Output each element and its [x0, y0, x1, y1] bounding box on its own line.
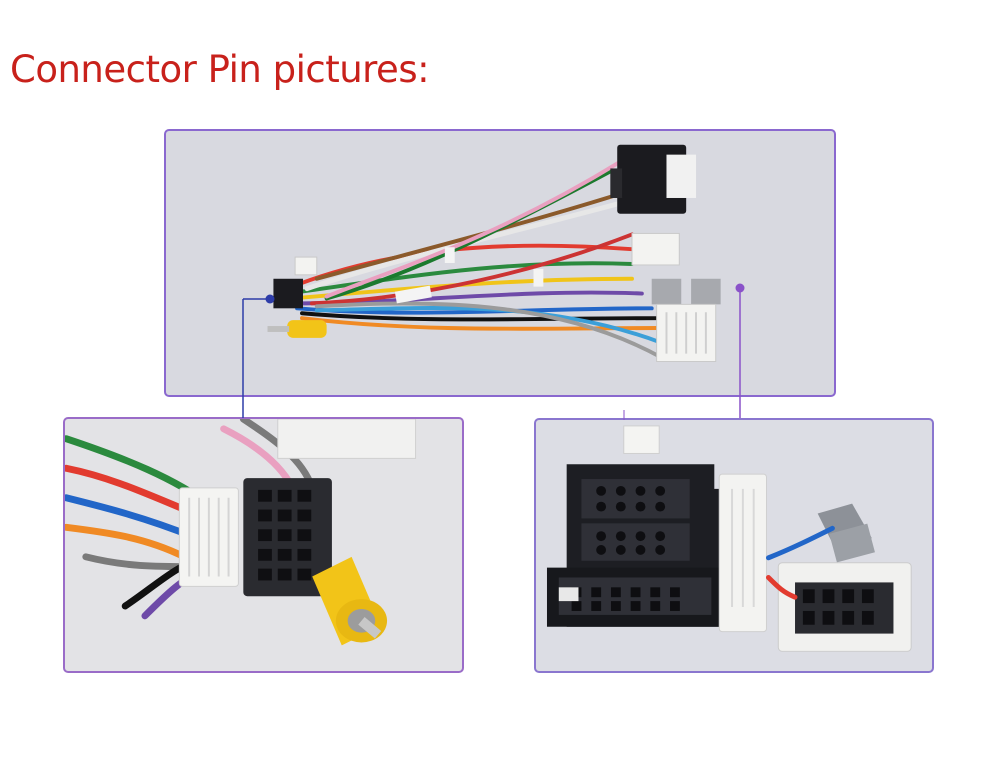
harness-overview-illustration	[267, 144, 721, 362]
harness-overview-photo	[164, 129, 836, 397]
connector-closeup-left-illustration	[65, 419, 417, 646]
connector-closeup-right-photo	[534, 418, 934, 673]
page-title: Connector Pin pictures:	[10, 48, 430, 91]
connector-closeup-right-illustration	[546, 425, 912, 652]
connector-closeup-left-photo	[63, 417, 464, 673]
